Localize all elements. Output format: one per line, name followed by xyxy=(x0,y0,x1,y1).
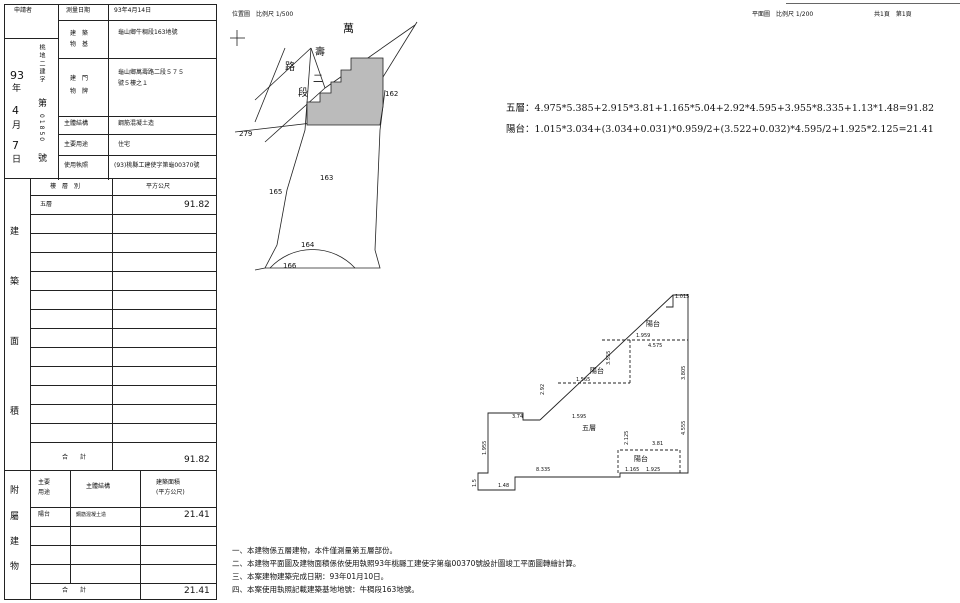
license-value: (93)桃縣工建使字第龜00370號 xyxy=(114,162,200,169)
permit-year-unit: 年 xyxy=(12,84,22,94)
plan-label-balcony-mid: 陽台 xyxy=(590,366,604,375)
plan-dim-18: 1.5 xyxy=(472,479,478,487)
plan-label-balcony-top: 陽台 xyxy=(646,319,660,328)
location-plan-title: 位置圖 比例尺 1/500 xyxy=(232,11,294,18)
permit-number-unit: 號 xyxy=(38,154,48,164)
plan-dim-13: 1.165 xyxy=(625,467,639,473)
lot-163: 163 xyxy=(320,174,333,182)
applicant-label: 申請者 xyxy=(14,7,33,14)
plan-dim-16: 8.335 xyxy=(536,467,550,473)
plan-dim-14: 1.955 xyxy=(482,441,488,455)
use-label: 主要用途 xyxy=(64,141,89,148)
area-side-char-3: 面 xyxy=(10,337,20,347)
col-area-header: 平方公尺 xyxy=(146,183,171,190)
door-value-2: 號５樓之１ xyxy=(118,80,149,87)
road-char-5: 段 xyxy=(298,86,308,99)
permit-day-unit: 日 xyxy=(12,155,22,165)
plan-dim-6: 1.565 xyxy=(576,377,590,383)
road-char-1: 萬 xyxy=(343,22,354,35)
area-side-char-1: 建 xyxy=(10,227,20,237)
plan-dim-5: 3.805 xyxy=(681,366,687,380)
door-label: 建 門 物 牌 xyxy=(70,75,89,96)
plan-dim-4: 3.555 xyxy=(606,351,612,365)
plan-label-balcony-small: 陽台 xyxy=(634,454,648,463)
floor-plan-drawing: 陽台 陽台 陽台 五層 1.015 1.959 4.575 3.555 3.80… xyxy=(472,294,689,491)
building-footprint xyxy=(306,57,384,126)
annex-col-area: 建築面積 (平方公尺) xyxy=(156,479,185,496)
area-total-label: 合 計 xyxy=(62,454,87,461)
annex-col-use: 主要 用途 xyxy=(38,479,51,496)
col-floor-header: 樓 層 別 xyxy=(50,183,81,190)
structure-label: 主體結構 xyxy=(64,120,89,127)
plan-dim-12: 4.555 xyxy=(681,421,687,435)
door-value-1: 龜山鄉萬壽路二段５７５ xyxy=(118,69,185,76)
plan-dim-1: 1.015 xyxy=(675,294,689,300)
permit-prefix: 桃地二建字 xyxy=(38,44,45,84)
annex-row-area: 21.41 xyxy=(184,510,210,520)
lot-162: 162 xyxy=(385,90,398,98)
annex-col-structure: 主體結構 xyxy=(86,483,111,490)
permit-year: 93 xyxy=(10,69,24,82)
note-3: 三、本案建物建築完成日期：93年01月10日。 xyxy=(232,572,389,581)
plan-dim-7: 2.92 xyxy=(540,384,546,395)
annex-row-structure: 鋼筋混凝土造 xyxy=(76,512,107,518)
permit-day: 7 xyxy=(12,139,19,152)
permit-month-unit: 月 xyxy=(12,121,22,131)
floor-5-label: 五層 xyxy=(40,201,53,208)
plan-label-floor: 五層 xyxy=(582,424,596,432)
formula-balcony: 陽台：1.015*3.034+(3.034+0.031)*0.959/2+(3.… xyxy=(506,124,934,135)
area-side-char-4: 積 xyxy=(10,407,20,417)
annex-side-char-3: 建 xyxy=(10,537,20,547)
plan-dim-9: 3.74 xyxy=(512,414,523,420)
annex-row-use: 陽台 xyxy=(38,511,51,518)
location-map: 萬 壽 路 二 段 162 279 163 165 164 166 xyxy=(230,21,418,271)
use-value: 住宅 xyxy=(118,141,131,148)
annex-side-char-4: 物 xyxy=(10,562,20,572)
road-char-2: 壽 xyxy=(315,45,325,58)
formula-floor5: 五層：4.975*5.385+2.915*3.81+1.165*5.04+2.9… xyxy=(506,103,935,114)
license-label: 使用執照 xyxy=(64,162,89,169)
annex-side-char-2: 屬 xyxy=(10,512,20,522)
building-info-form: 申請者 測量日期 93年4月14日 桃地二建字 93 年 第 01850 4 月… xyxy=(0,0,225,603)
lot-164: 164 xyxy=(301,241,315,249)
note-1: 一、本建物係五層建物，本件僅測量第五層部份。 xyxy=(232,546,397,555)
annex-total-value: 21.41 xyxy=(184,586,210,596)
plan-dim-15: 1.925 xyxy=(646,467,660,473)
road-char-3: 路 xyxy=(285,60,295,73)
area-side-char-2: 築 xyxy=(10,277,20,287)
lot-165: 165 xyxy=(269,188,282,196)
plan-dim-10: 2.125 xyxy=(624,431,630,445)
plan-dim-17: 1.48 xyxy=(498,483,509,489)
lot-166: 166 xyxy=(283,262,297,270)
building-site-label: 建 築 物 基 xyxy=(70,30,89,49)
permit-month: 4 xyxy=(12,104,19,117)
road-char-4: 二 xyxy=(313,74,323,85)
note-4: 四、本案使用執照記載建築基地地號：牛稠段163地號。 xyxy=(232,585,419,594)
permit-number: 01850 xyxy=(38,114,45,144)
plan-dim-2: 1.959 xyxy=(636,333,650,339)
building-site-value: 龜山鄉牛稠段163地號 xyxy=(118,29,178,36)
permit-number-label: 第 xyxy=(38,99,48,109)
survey-date-label: 測量日期 xyxy=(66,7,91,14)
lot-279: 279 xyxy=(239,130,252,138)
plan-dim-8: 1.595 xyxy=(572,414,586,420)
survey-date-value: 93年4月14日 xyxy=(114,7,152,14)
sheet-number: 共1頁 第1頁 xyxy=(874,11,912,18)
plan-dim-11: 3.81 xyxy=(652,441,663,447)
structure-value: 鋼筋混凝土造 xyxy=(118,120,155,127)
floor-plan-title: 平面圖 比例尺 1/200 xyxy=(752,11,814,18)
area-total-value: 91.82 xyxy=(184,455,210,465)
annex-side-char-1: 附 xyxy=(10,486,20,496)
floor-5-area: 91.82 xyxy=(184,200,210,210)
note-2: 二、本建物平面圖及建物面積係依使用執照93年桃縣工建使字第龜00370號設計圖竣… xyxy=(232,559,581,568)
annex-total-label: 合 計 xyxy=(62,587,87,594)
plan-dim-3: 4.575 xyxy=(648,343,662,349)
